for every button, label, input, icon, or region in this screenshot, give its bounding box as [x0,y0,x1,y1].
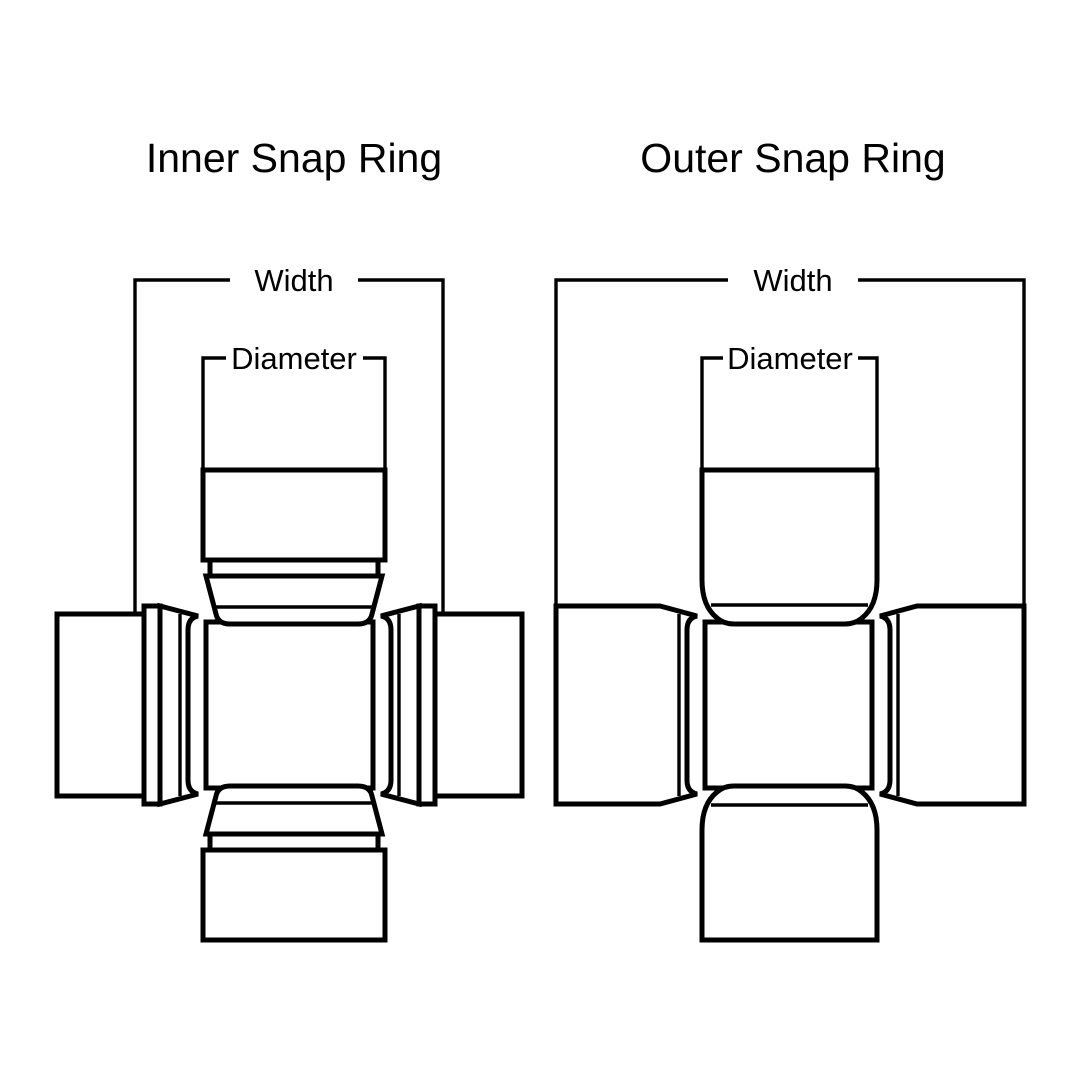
outer-top-bearing-cap [699,467,880,627]
inner-figure-title: Inner Snap Ring [146,135,442,181]
inner-left-snap-ring-band [141,603,163,807]
figure-outer-snap-ring: Width Diameter Outer Snap Ring [553,135,1027,943]
outer-diameter-label: Diameter [727,341,853,376]
outer-bottom-bearing-cap [699,783,880,943]
outer-right-bearing-cap [879,603,1027,807]
inner-width-label: Width [254,263,333,298]
outer-center-body [702,619,875,791]
outer-left-bearing-cap [553,603,698,807]
inner-top-flare [202,573,386,627]
inner-left-bearing-cap [54,611,147,799]
outer-figure-title: Outer Snap Ring [640,135,945,181]
inner-diameter-dimension-line [201,356,387,470]
outer-diameter-dimension-line [700,356,879,470]
inner-diameter-label: Diameter [231,341,357,376]
inner-bottom-bearing-cap [200,847,388,943]
outer-width-label: Width [753,263,832,298]
inner-right-bearing-cap [432,611,525,799]
inner-top-bearing-cap [200,467,388,563]
inner-width-dimension-line [133,278,445,614]
figure-inner-snap-ring: Width Diameter Inner Snap Ring [54,135,525,943]
inner-right-snap-ring-band [416,603,438,807]
outer-width-dimension-line [554,278,1026,613]
inner-center-body [203,619,376,791]
inner-bottom-flare [202,783,386,837]
